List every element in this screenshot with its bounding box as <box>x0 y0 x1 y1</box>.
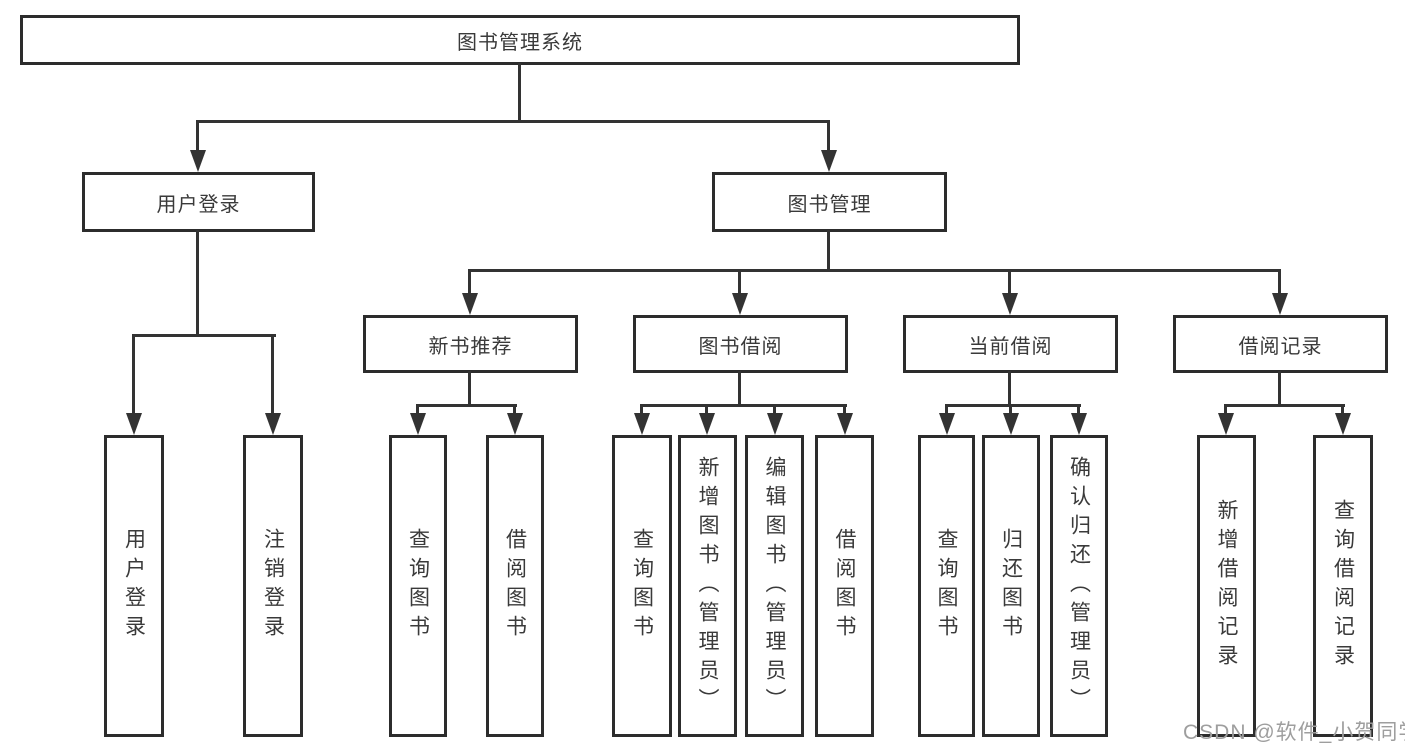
tree-edge-line <box>196 120 199 152</box>
tree-edge-arrow <box>265 413 281 435</box>
tree-edge-arrow <box>126 413 142 435</box>
tree-edge-arrow <box>699 413 715 435</box>
tree-edge-line <box>132 334 276 337</box>
tree-edge-line <box>738 269 741 295</box>
tree-edge-line <box>705 404 708 415</box>
tree-edge-line <box>416 404 517 407</box>
tree-edge-line <box>1008 371 1011 406</box>
tree-edge-line <box>827 230 830 271</box>
tree-edge-line <box>640 404 847 407</box>
leaf-borrow-books-recommend: 借阅图书 <box>486 435 544 737</box>
tree-edge-arrow <box>1003 413 1019 435</box>
tree-edge-arrow <box>1272 293 1288 315</box>
tree-edge-arrow <box>767 413 783 435</box>
tree-edge-line <box>1224 404 1227 415</box>
leaf-user-login: 用户登录 <box>104 435 164 737</box>
leaf-add-books-admin: 新增图书（管理员） <box>678 435 737 737</box>
tree-edge-line <box>132 334 135 414</box>
node-new-book-recommend: 新书推荐 <box>363 315 578 373</box>
tree-edge-line <box>945 404 948 415</box>
node-book-management: 图书管理 <box>712 172 947 232</box>
tree-edge-arrow <box>1335 413 1351 435</box>
tree-edge-line <box>640 404 643 415</box>
tree-edge-line <box>843 404 846 415</box>
tree-edge-line <box>196 120 830 123</box>
leaf-return-books: 归还图书 <box>982 435 1040 737</box>
tree-edge-arrow <box>821 150 837 172</box>
tree-edge-line <box>513 404 516 415</box>
leaf-logout: 注销登录 <box>243 435 303 737</box>
node-current-borrow: 当前借阅 <box>903 315 1118 373</box>
node-root: 图书管理系统 <box>20 15 1020 65</box>
tree-edge-line <box>1224 404 1345 407</box>
tree-edge-arrow <box>837 413 853 435</box>
tree-edge-arrow <box>1218 413 1234 435</box>
tree-edge-line <box>1009 404 1012 415</box>
leaf-edit-books-admin: 编辑图书（管理员） <box>745 435 804 737</box>
tree-edge-line <box>945 404 1081 407</box>
tree-edge-arrow <box>1002 293 1018 315</box>
tree-edge-line <box>1278 269 1281 295</box>
tree-edge-arrow <box>939 413 955 435</box>
tree-edge-arrow <box>1071 413 1087 435</box>
tree-edge-line <box>468 371 471 406</box>
tree-edge-line <box>773 404 776 415</box>
tree-edge-line <box>1341 404 1344 415</box>
tree-edge-line <box>1077 404 1080 415</box>
tree-edge-arrow <box>507 413 523 435</box>
csdn-watermark: CSDN @软件_小贺同学 <box>1183 721 1405 744</box>
node-book-borrow: 图书借阅 <box>633 315 848 373</box>
tree-edge-line <box>738 371 741 406</box>
leaf-query-borrow-record: 查询借阅记录 <box>1313 435 1373 737</box>
tree-edge-arrow <box>190 150 206 172</box>
tree-edge-line <box>1008 269 1011 295</box>
node-borrow-records: 借阅记录 <box>1173 315 1388 373</box>
tree-edge-line <box>468 269 471 295</box>
tree-edge-arrow <box>732 293 748 315</box>
tree-edge-line <box>271 334 274 414</box>
tree-edge-line <box>1278 371 1281 406</box>
leaf-add-borrow-record: 新增借阅记录 <box>1197 435 1256 737</box>
tree-edge-line <box>468 269 1281 272</box>
tree-edge-line <box>827 120 830 152</box>
leaf-borrow-books: 借阅图书 <box>815 435 874 737</box>
leaf-confirm-return-admin: 确认归还（管理员） <box>1050 435 1108 737</box>
tree-edge-line <box>196 230 199 336</box>
tree-edge-arrow <box>410 413 426 435</box>
leaf-query-books-current: 查询图书 <box>918 435 975 737</box>
tree-edge-arrow <box>634 413 650 435</box>
node-user-login: 用户登录 <box>82 172 315 232</box>
tree-edge-arrow <box>462 293 478 315</box>
leaf-query-books-borrow: 查询图书 <box>612 435 672 737</box>
tree-edge-line <box>416 404 419 415</box>
tree-edge-line <box>518 63 521 123</box>
leaf-query-books-recommend: 查询图书 <box>389 435 447 737</box>
